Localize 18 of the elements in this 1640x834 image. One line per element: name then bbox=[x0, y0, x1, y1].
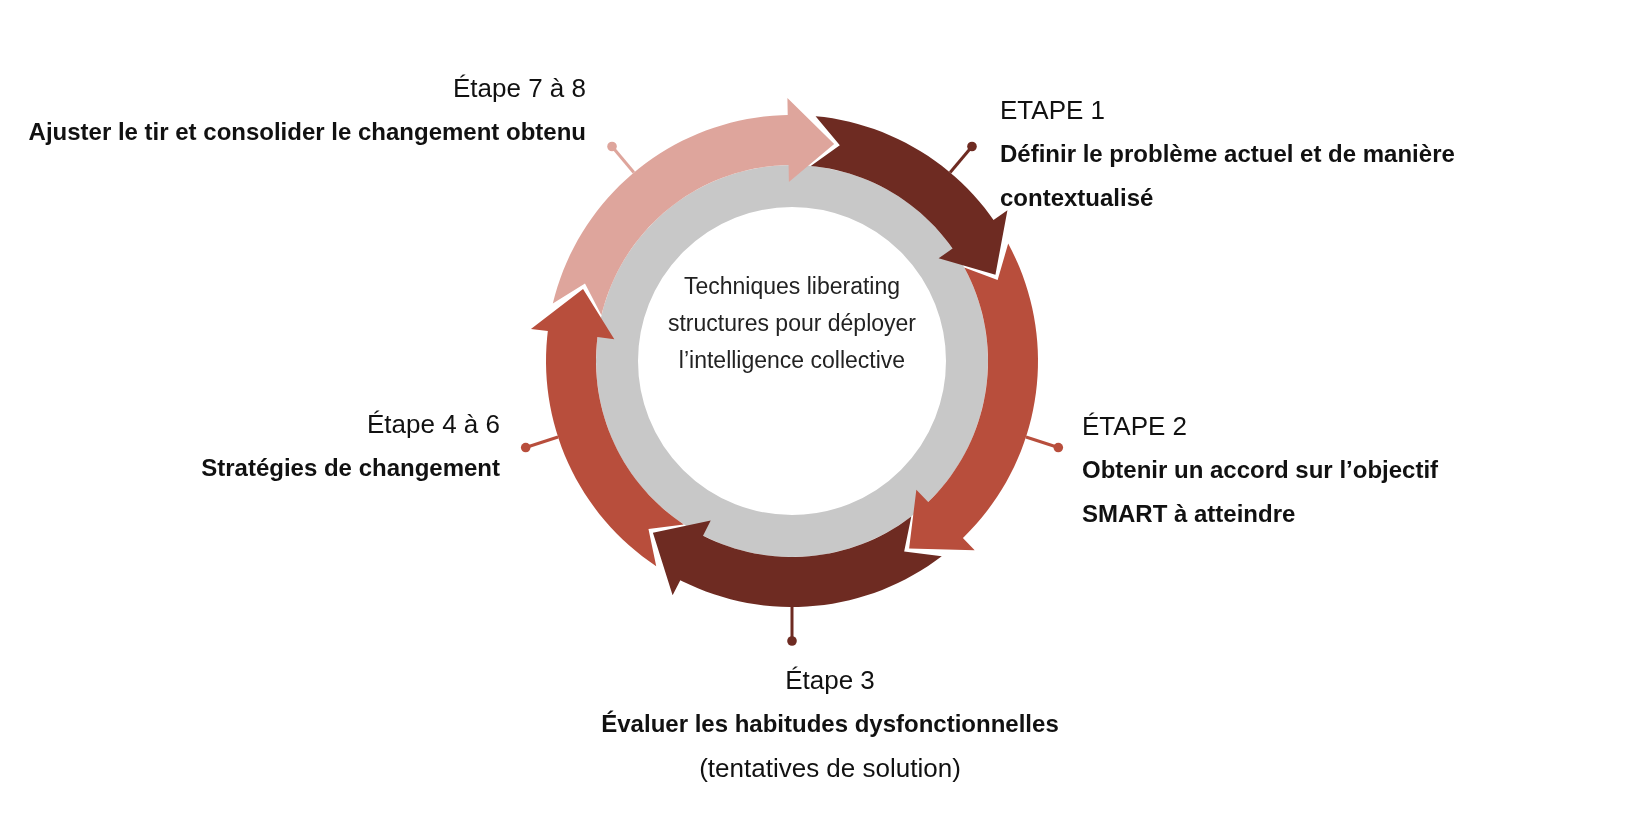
step-note: (tentatives de solution) bbox=[698, 752, 962, 785]
step-title: Stratégies de changement bbox=[200, 453, 500, 483]
step-title: Évaluer les habitudes dysfonctionnelles bbox=[600, 709, 1060, 739]
step-title: Définir le problème actuel et de manière contextualisé bbox=[1000, 139, 1456, 213]
ring-segment bbox=[652, 516, 942, 607]
leader-line bbox=[520, 435, 559, 453]
leader-line bbox=[1025, 435, 1064, 453]
step-heading: ÉTAPE 2 bbox=[1082, 410, 1188, 443]
step-title: Obtenir un accord sur l’objectif SMART à atteindre bbox=[1082, 455, 1440, 529]
leader-line bbox=[787, 607, 797, 646]
leader-line bbox=[949, 141, 977, 174]
step-title: Ajuster le tir et consolider le changement obtenu bbox=[27, 117, 586, 147]
center-text: Techniques liberating structures pour déployer l’intelligence collective bbox=[667, 272, 917, 375]
leader-line bbox=[607, 141, 635, 174]
step-heading: Étape 4 à 6 bbox=[366, 408, 500, 441]
step-heading: Étape 7 à 8 bbox=[452, 72, 586, 105]
step-heading: Étape 3 bbox=[784, 664, 876, 697]
step-heading: ETAPE 1 bbox=[1000, 94, 1106, 127]
